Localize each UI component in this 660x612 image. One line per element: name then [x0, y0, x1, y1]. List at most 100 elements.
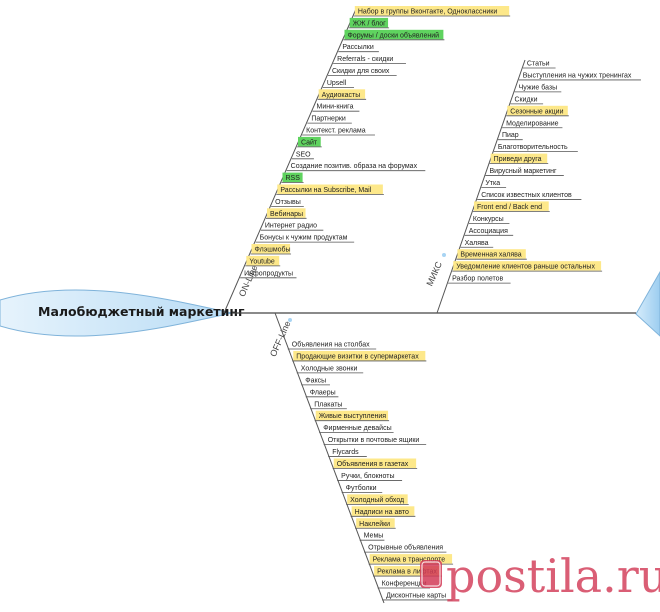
cause-item: Холодный обход	[346, 494, 409, 505]
branch-bone	[223, 8, 357, 314]
cause-item: Конкурсы	[468, 216, 510, 224]
cause-item: RSS	[281, 172, 304, 184]
cause-item: Отзывы	[271, 199, 304, 207]
cause-highlight	[474, 201, 549, 211]
cause-label: Сайт	[301, 138, 318, 146]
cause-label: ЖЖ / блог	[353, 19, 387, 27]
cause-highlight	[297, 136, 321, 147]
cause-item: Продающие визитки в супермаркетах	[292, 350, 427, 362]
cause-highlight	[453, 261, 602, 271]
cause-highlight	[293, 350, 426, 361]
cause-item: Youtube	[245, 255, 281, 267]
cause-item: Вебинары	[265, 208, 307, 219]
cause-highlight	[349, 17, 389, 28]
cause-label: Футболки	[346, 484, 377, 492]
cause-label: Чужие базы	[519, 83, 558, 91]
cause-highlight	[507, 105, 568, 116]
cause-label: Мемы	[364, 533, 384, 540]
cause-item: Фирменные девайсы	[319, 424, 394, 434]
cause-label: Скидки для своих	[332, 68, 390, 75]
cause-item: Разбор полетов	[448, 275, 511, 284]
cause-label: Мини-книга	[316, 104, 353, 111]
cause-label: Аудиокасты	[322, 92, 361, 99]
cause-item: Благотворительность	[493, 144, 578, 153]
cause-item: SEO	[291, 151, 314, 160]
cause-item: Ассоциация	[464, 228, 514, 236]
cause-label: Наклейки	[359, 520, 390, 528]
cause-item: Мемы	[359, 533, 385, 541]
cause-label: Ручки, блокноты	[341, 472, 394, 480]
cause-item: Уведомление клиентов раньше остальных	[452, 261, 603, 272]
diagram-title: Малобюджетный маркетинг	[38, 304, 245, 319]
cause-label: Плакаты	[314, 401, 342, 408]
cause-item: Плакаты	[310, 401, 347, 410]
cause-label: Уведомление клиентов раньше остальных	[456, 264, 595, 271]
watermark: postila.ru	[420, 549, 660, 603]
head-shape	[635, 270, 660, 337]
cause-label: Инфопродукты	[244, 270, 293, 277]
cause-label: RSS	[285, 175, 300, 182]
cause-highlight	[282, 172, 303, 183]
cause-label: SEO	[296, 151, 311, 158]
cause-item: Живые выступления	[314, 410, 390, 422]
cause-highlight	[351, 506, 415, 516]
cause-item: Инфопродукты	[240, 270, 297, 279]
cause-item: Надписи на авто	[350, 506, 416, 517]
cause-label: Благотворительность	[498, 144, 568, 151]
cause-item: Временная халява	[456, 249, 527, 260]
cause-item: Флаеры	[305, 389, 339, 398]
cause-highlight	[356, 518, 395, 528]
cause-item: ЖЖ / блог	[348, 17, 390, 29]
cause-label: Надписи на авто	[355, 509, 409, 516]
cause-label: Создание позитив. образа на форумах	[291, 162, 418, 170]
cause-label: Пиар	[502, 132, 519, 139]
cause-item: Пиар	[497, 132, 523, 141]
cause-item: Дисконтные карты	[382, 592, 453, 601]
cause-label: Список известных клиентов	[481, 192, 572, 199]
cause-item: Статьи	[522, 61, 556, 69]
cause-item: Утка	[481, 180, 507, 188]
cause-item: Футболки	[341, 484, 383, 493]
cause-label: Front end / Back end	[477, 204, 542, 211]
cause-item: Сайт	[296, 136, 322, 148]
cause-highlight	[277, 184, 383, 194]
cause-label: Объявления в газетах	[337, 460, 409, 468]
branch-dot	[442, 253, 446, 257]
cause-item: Наклейки	[355, 518, 396, 529]
cause-label: Флэшмобы	[254, 246, 290, 254]
cause-highlight	[354, 6, 510, 16]
cause-item: Объявления на столбах	[287, 341, 377, 350]
cause-item: Список известных клиентов	[477, 192, 582, 200]
cause-label: Реклама в транспорте	[373, 557, 446, 564]
cause-item: Рассылки	[338, 44, 379, 53]
branch-bone	[436, 59, 526, 314]
cause-label: Дисконтные карты	[386, 592, 446, 599]
cause-label: Форумы / доски объявлений	[347, 31, 439, 39]
branch-label: МИКС	[424, 260, 444, 288]
cause-item: Флэшмобы	[250, 244, 292, 255]
cause-item: Конференции	[377, 581, 431, 589]
branch-dot	[288, 318, 292, 322]
cause-item: Халява	[460, 240, 494, 248]
cause-label: Рассылки	[342, 44, 374, 51]
cause-label: Холодные звонки	[301, 365, 358, 372]
cause-item: Холодные звонки	[296, 365, 364, 374]
cause-item: Бонусы к чужим продуктам	[255, 235, 355, 243]
cause-highlight	[369, 554, 453, 564]
cause-label: Объявления на столбах	[292, 341, 370, 349]
cause-label: Рассылки на Subscribe, Mail	[280, 187, 371, 194]
cause-highlight	[318, 89, 366, 99]
cause-item: Referrals - скидки	[333, 56, 406, 64]
cause-item: Приведи друга	[489, 153, 549, 165]
cause-label: Отзывы	[275, 199, 301, 206]
cause-label: Referrals - скидки	[337, 56, 393, 63]
cause-label: Утка	[485, 180, 500, 187]
cause-highlight	[266, 208, 306, 218]
cause-label: Фирменные девайсы	[323, 424, 391, 432]
cause-item: Отрывные объявления	[364, 544, 447, 553]
cause-item: Flycards	[328, 449, 367, 457]
cause-label: Отрывные объявления	[368, 544, 443, 552]
